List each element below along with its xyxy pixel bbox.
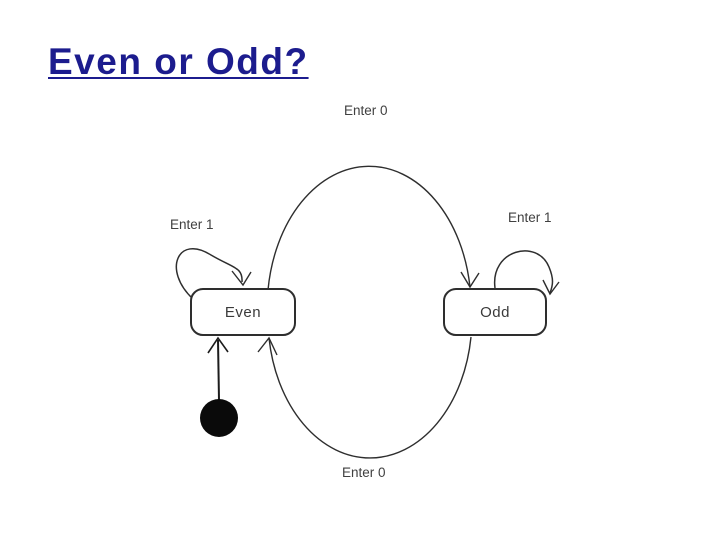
state-even-label: Even <box>224 303 262 321</box>
transition-label-even-self-loop: Enter 1 <box>170 217 214 232</box>
arrowhead-odd-loop-icon <box>542 279 560 296</box>
self-loop-odd <box>494 250 554 294</box>
arrowhead-top-arc-icon <box>460 271 480 289</box>
initial-transition-line <box>217 339 220 401</box>
transition-arc-bottom <box>268 336 472 459</box>
arrowhead-initial-icon <box>207 336 229 354</box>
arrowhead-even-loop-icon <box>231 270 252 287</box>
transition-label-bottom: Enter 0 <box>339 465 389 481</box>
state-odd: Odd <box>443 288 547 336</box>
page-title: Even or Odd? <box>48 41 309 82</box>
transition-arc-top <box>267 165 471 291</box>
arrowhead-bottom-arc-icon <box>257 336 278 356</box>
state-even: Even <box>190 288 296 336</box>
state-odd-label: Odd <box>480 303 510 321</box>
initial-state-dot <box>200 399 238 437</box>
transition-label-odd-self-loop: Enter 1 <box>508 210 552 225</box>
transition-label-top: Enter 0 <box>344 103 388 118</box>
